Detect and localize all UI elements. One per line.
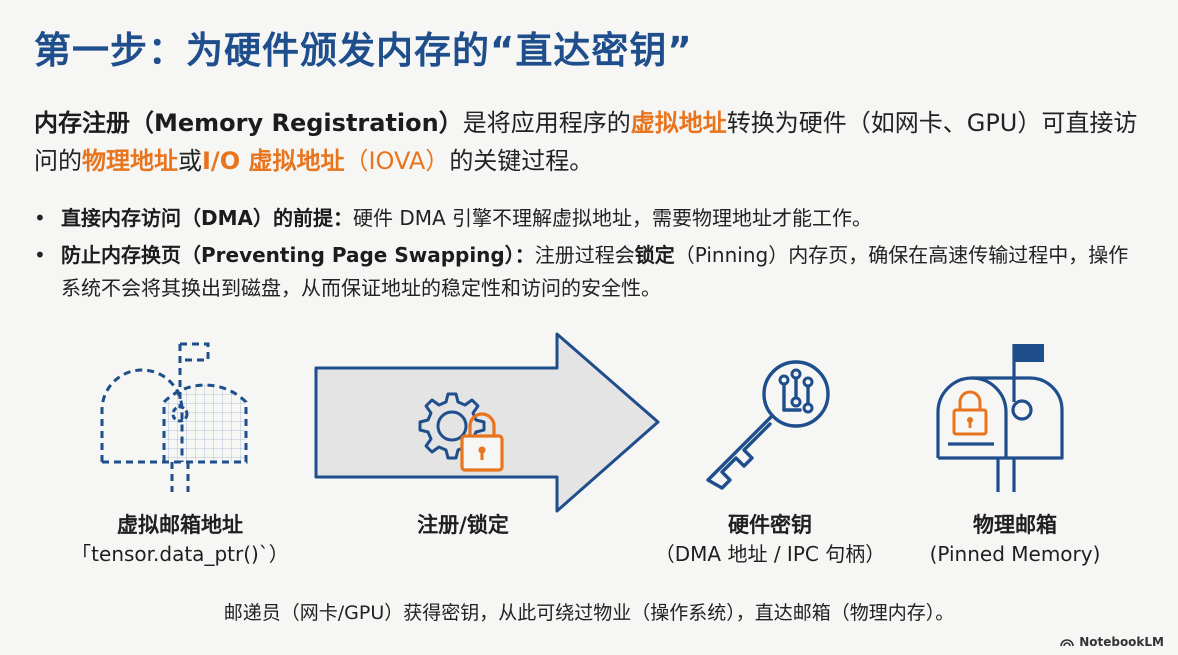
label-hardware-key-title: 硬件密钥 — [728, 513, 812, 537]
label-register: 注册/锁定 — [378, 511, 548, 540]
label-hardware-key-sub: （DMA 地址 / IPC 句柄） — [654, 542, 886, 566]
notebooklm-logo-icon — [1060, 639, 1074, 647]
brand-name: NotebookLM — [1079, 635, 1164, 649]
bullet-pinning: 防止内存换页（Preventing Page Swapping）：注册过程会锁定… — [34, 239, 1144, 305]
bullet-dma: 直接内存访问（DMA）的前提：硬件 DMA 引擎不理解虚拟地址，需要物理地址才能… — [34, 202, 1144, 235]
label-hardware-key: 硬件密钥 （DMA 地址 / IPC 句柄） — [650, 511, 890, 569]
circuit-key-icon — [706, 360, 830, 490]
intro-text-4: 的关键过程。 — [449, 147, 594, 175]
brand-watermark: NotebookLM — [1060, 635, 1164, 649]
page-title: 第一步：为硬件颁发内存的“直达密钥” — [34, 29, 693, 72]
intro-term: 内存注册（Memory Registration） — [34, 109, 463, 137]
bullet-pinning-text-b: （Pinning）内存页，确保在高速传输过程中，操作系统不会将其换出到磁盘，从而… — [61, 243, 1129, 300]
footer-caption: 邮递员（网卡/GPU）获得密钥，从此可绕过物业（操作系统），直达邮箱（物理内存）… — [223, 602, 955, 624]
bullet-dma-title: 直接内存访问（DMA）的前提： — [61, 206, 353, 230]
dashed-mailbox-icon — [100, 342, 248, 492]
label-virtual-mailbox-sub: 「tensor.data_ptr()`） — [71, 542, 289, 566]
locked-mailbox-icon — [936, 344, 1064, 492]
gear-lock-icon — [418, 392, 504, 472]
label-register-title: 注册/锁定 — [417, 513, 509, 537]
bullet-pinning-text-a: 注册过程会 — [534, 243, 635, 267]
label-physical-mailbox: 物理邮箱 (Pinned Memory) — [900, 511, 1130, 569]
intro-highlight-io-virtual-address: I/O 虚拟地址 — [202, 147, 345, 175]
intro-highlight-virtual-address: 虚拟地址 — [630, 109, 727, 137]
intro-highlight-physical-address: 物理地址 — [82, 147, 178, 175]
process-arrow-icon — [314, 332, 660, 513]
intro-text-3: 或 — [178, 147, 202, 175]
intro-paragraph: 内存注册（Memory Registration）是将应用程序的虚拟地址转换为硬… — [34, 104, 1144, 180]
label-physical-mailbox-title: 物理邮箱 — [973, 513, 1057, 537]
intro-text-1: 是将应用程序的 — [462, 109, 631, 137]
intro-text-2: 转换为硬件（如网卡、GPU）可直接访问的 — [34, 109, 1138, 175]
label-virtual-mailbox: 虚拟邮箱地址 「tensor.data_ptr()`） — [70, 511, 290, 569]
label-virtual-mailbox-title: 虚拟邮箱地址 — [117, 513, 243, 537]
bullet-pinning-bold: 锁定 — [634, 243, 675, 267]
bullet-dma-text: 硬件 DMA 引擎不理解虚拟地址，需要物理地址才能工作。 — [352, 206, 873, 230]
intro-iova: （IOVA） — [344, 147, 450, 175]
bullet-list: 直接内存访问（DMA）的前提：硬件 DMA 引擎不理解虚拟地址，需要物理地址才能… — [34, 202, 1144, 309]
label-physical-mailbox-sub: (Pinned Memory) — [929, 542, 1101, 566]
bullet-pinning-title: 防止内存换页（Preventing Page Swapping）： — [61, 243, 535, 267]
